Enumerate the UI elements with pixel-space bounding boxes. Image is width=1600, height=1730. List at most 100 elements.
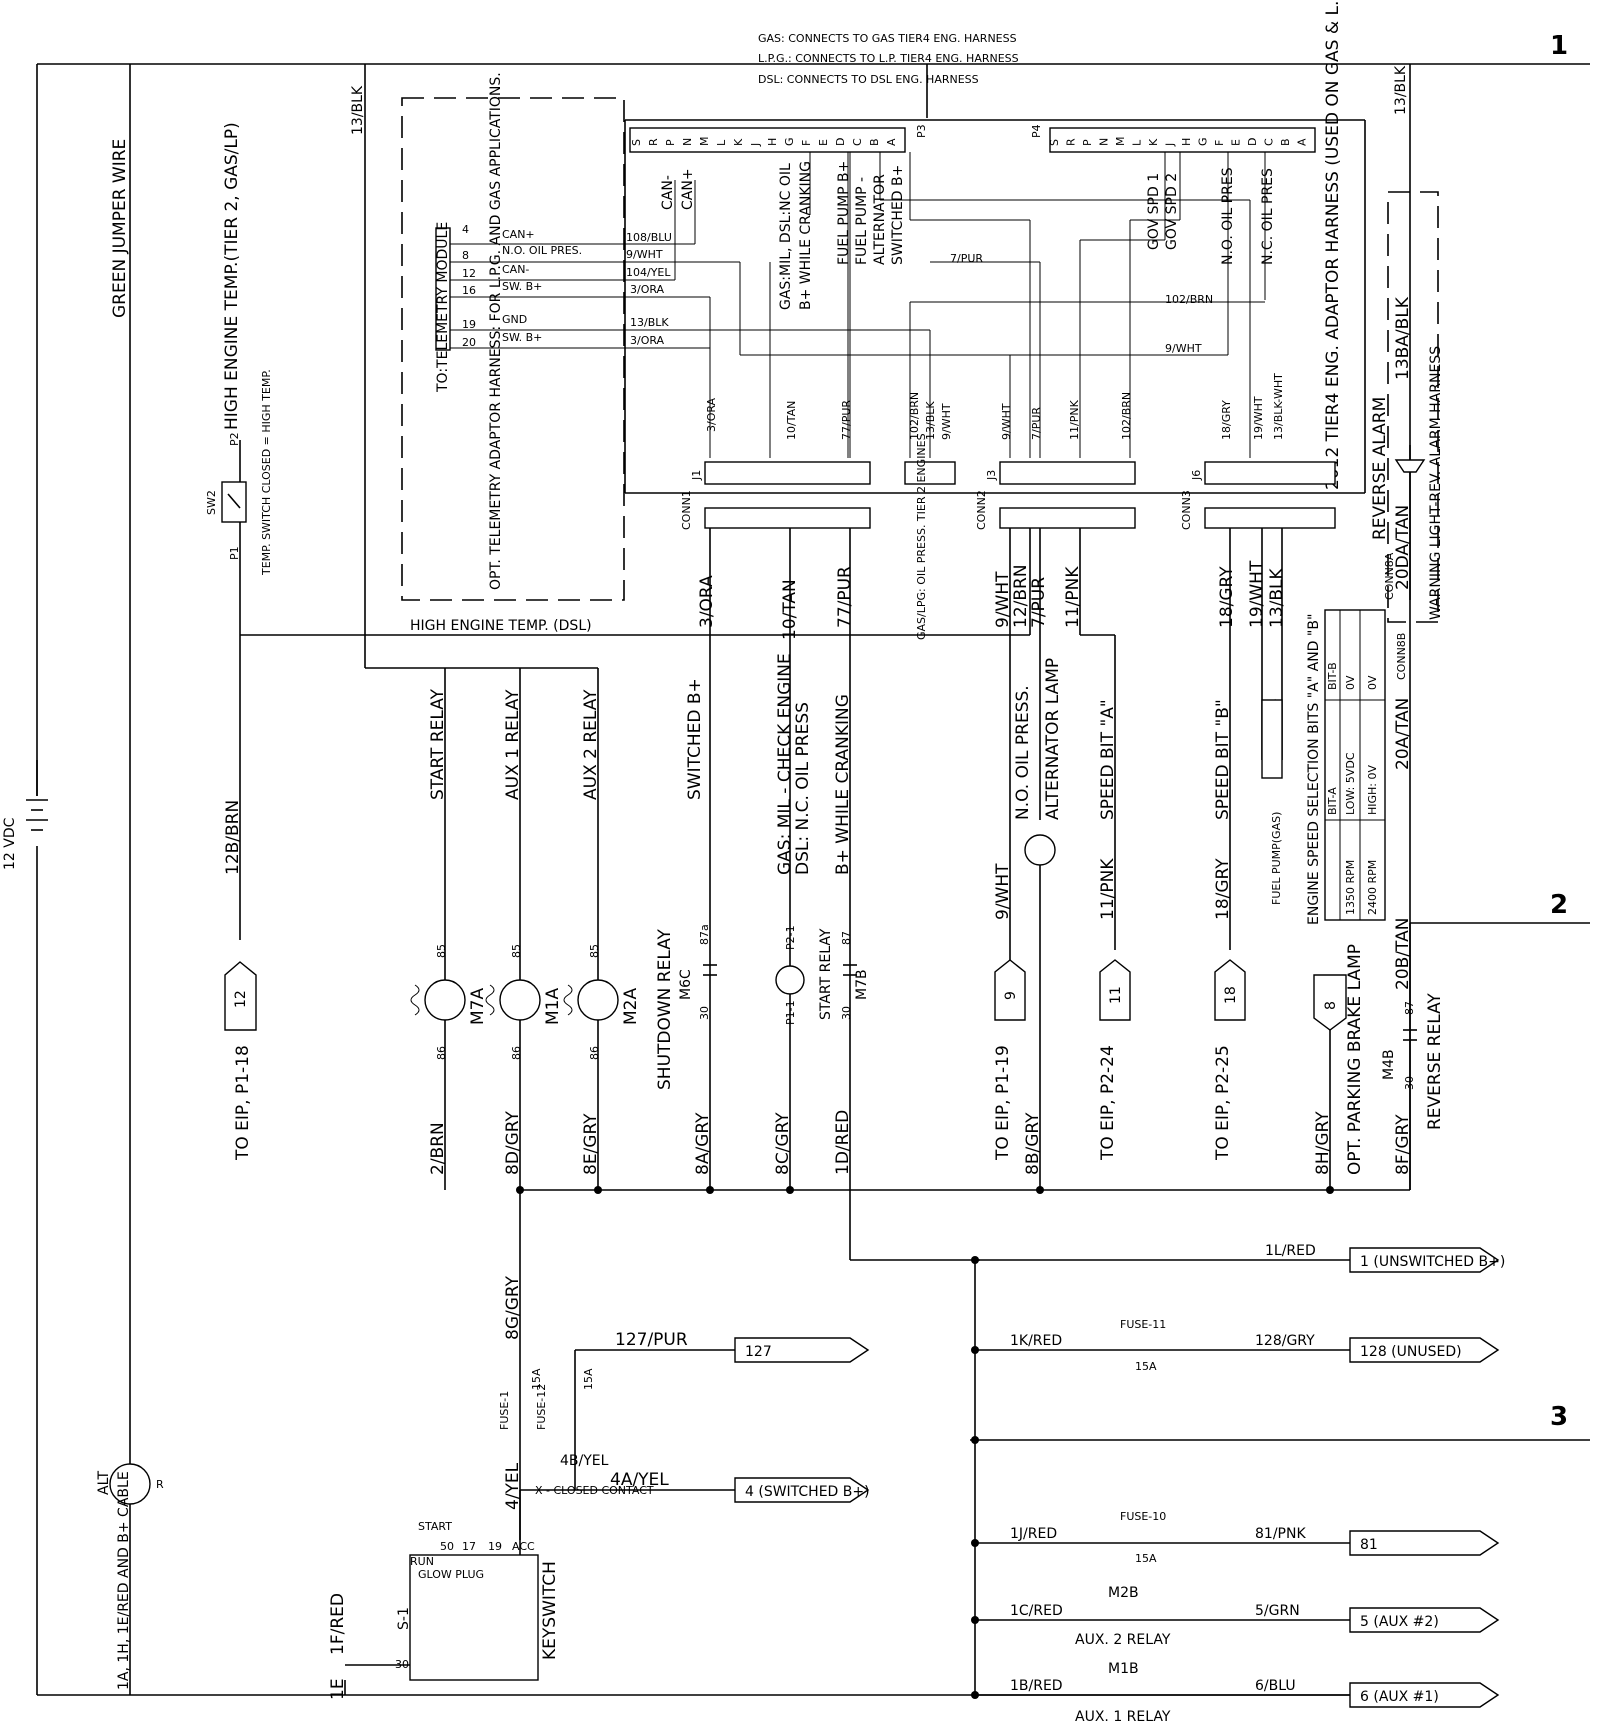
svg-text:20: 20 <box>462 336 476 349</box>
svg-text:ACC: ACC <box>512 1540 535 1553</box>
svg-text:108/BLU: 108/BLU <box>626 231 672 244</box>
cable-label: 1A, 1H, 1E/RED AND B+ CABLE <box>116 1471 132 1690</box>
svg-text:77/PUR: 77/PUR <box>840 400 853 440</box>
to-telemetry-module: TO:TELEMETRY MODULE <box>435 222 451 393</box>
svg-text:127: 127 <box>745 1344 772 1360</box>
p3-pin-j: J <box>749 143 762 147</box>
telemetry-harness-note: OPT. TELEMETRY ADAPTOR HARNESS: FOR L.P.… <box>488 72 504 590</box>
p4-pin-p: P <box>1081 139 1094 146</box>
svg-text:12: 12 <box>462 267 476 280</box>
svg-text:REVERSE RELAY: REVERSE RELAY <box>1425 993 1445 1130</box>
p3-pin-k: K <box>732 138 745 146</box>
eip-connectors: 9 11 18 9/WHT 11/PNK 18/GRY TO EIP, P1-1… <box>993 834 1246 1190</box>
svg-text:11/PNK: 11/PNK <box>1063 566 1083 628</box>
marker-3: 3 <box>1550 1402 1568 1432</box>
svg-text:4: 4 <box>462 223 469 236</box>
marker-2: 2 <box>1550 890 1568 920</box>
svg-text:102/BRN: 102/BRN <box>1120 392 1133 440</box>
svg-text:ALTERNATOR LAMP: ALTERNATOR LAMP <box>1043 658 1063 820</box>
p4-pin-e: E <box>1230 139 1243 146</box>
svg-text:SW. B+: SW. B+ <box>502 280 542 293</box>
engine-connectors: CONN1 CONN2 CONN3 GAS/LPG: OIL PRESS. TI… <box>410 433 1336 1190</box>
svg-text:B+ WHILE CRANKING: B+ WHILE CRANKING <box>833 694 853 875</box>
svg-text:102/BRN: 102/BRN <box>908 392 921 440</box>
svg-text:SWITCHED B+: SWITCHED B+ <box>685 678 705 800</box>
svg-text:GLOW PLUG: GLOW PLUG <box>418 1568 484 1581</box>
svg-text:CAN+: CAN+ <box>680 168 696 210</box>
svg-text:4B/YEL: 4B/YEL <box>560 1453 609 1469</box>
svg-text:18/GRY: 18/GRY <box>1220 400 1233 440</box>
p4-pin-m: M <box>1114 137 1127 147</box>
main-frame-wires <box>36 63 1411 1696</box>
svg-text:86: 86 <box>588 1046 601 1060</box>
wire-1f: 1F/RED <box>328 1593 348 1655</box>
svg-text:6 (AUX #1): 6 (AUX #1) <box>1360 1689 1439 1705</box>
svg-text:AUX 1 RELAY: AUX 1 RELAY <box>503 689 523 800</box>
output-section: 1L/RED 1 (UNSWITCHED B+) 1K/RED FUSE-11 … <box>971 1243 1505 1725</box>
svg-text:81/PNK: 81/PNK <box>1255 1526 1306 1542</box>
svg-text:8A/GRY: 8A/GRY <box>693 1112 713 1175</box>
header-note-dsl: DSL: CONNECTS TO DSL ENG. HARNESS <box>758 73 979 86</box>
sw2-p2: P2 <box>228 432 241 446</box>
wire-1e: 1E <box>328 1678 348 1700</box>
svg-text:GOV SPD 2: GOV SPD 2 <box>1164 173 1180 250</box>
svg-text:20DA/TAN: 20DA/TAN <box>1393 505 1413 590</box>
svg-text:15A: 15A <box>1135 1360 1157 1373</box>
sheet-markers: 1 2 3 <box>970 31 1590 1441</box>
battery-label: 12 VDC <box>2 817 18 870</box>
svg-text:19: 19 <box>462 318 476 331</box>
svg-text:N.C. OIL PRES: N.C. OIL PRES <box>1260 168 1276 265</box>
svg-text:START: START <box>418 1520 452 1533</box>
svg-text:P2-1: P2-1 <box>784 925 797 950</box>
svg-text:FUSE-11: FUSE-11 <box>1120 1318 1166 1331</box>
svg-text:9/WHT: 9/WHT <box>940 403 953 440</box>
svg-text:SPEED BIT "B": SPEED BIT "B" <box>1213 699 1233 820</box>
svg-text:N.O. OIL PRESS.: N.O. OIL PRESS. <box>1013 685 1033 820</box>
p3-pin-f: F <box>800 140 813 146</box>
svg-text:START RELAY: START RELAY <box>428 688 448 800</box>
svg-text:OPT. PARKING BRAKE LAMP: OPT. PARKING BRAKE LAMP <box>1345 944 1365 1175</box>
svg-text:TO EIP, P1-19: TO EIP, P1-19 <box>993 1045 1013 1161</box>
svg-text:20B/TAN: 20B/TAN <box>1393 918 1413 990</box>
svg-text:5 (AUX #2): 5 (AUX #2) <box>1360 1614 1439 1630</box>
alternator: ALT R <box>96 1463 164 1505</box>
svg-text:ALTERNATOR: ALTERNATOR <box>872 174 888 265</box>
svg-text:7/PUR: 7/PUR <box>1029 577 1049 628</box>
svg-text:TO EIP, P2-25: TO EIP, P2-25 <box>1213 1045 1233 1161</box>
svg-text:13/BLK: 13/BLK <box>630 316 669 329</box>
function-labels: START RELAY AUX 1 RELAY AUX 2 RELAY SWIT… <box>428 614 1322 1190</box>
svg-text:J6: J6 <box>1190 470 1203 481</box>
p3-pin-l: L <box>715 139 728 146</box>
svg-text:REVERSE ALARM: REVERSE ALARM <box>1370 397 1390 540</box>
p4-pin-d: D <box>1246 138 1259 146</box>
p4-pin-k: K <box>1147 138 1160 146</box>
svg-text:19/WHT: 19/WHT <box>1247 560 1267 628</box>
svg-text:M2A: M2A <box>621 988 641 1025</box>
svg-text:81: 81 <box>1360 1537 1378 1553</box>
p3-label: P3 <box>915 124 928 138</box>
p3-pin-r: R <box>647 138 660 146</box>
svg-text:15A: 15A <box>1135 1552 1157 1565</box>
svg-text:BIT-A: BIT-A <box>1326 787 1339 815</box>
svg-text:7/PUR: 7/PUR <box>1030 407 1043 440</box>
wire-13blk: 13/BLK <box>350 85 366 135</box>
svg-text:13/BLK: 13/BLK <box>1267 568 1287 628</box>
svg-text:4 (SWITCHED B+): 4 (SWITCHED B+) <box>745 1484 870 1500</box>
svg-text:CAN+: CAN+ <box>502 228 535 241</box>
svg-text:6/BLU: 6/BLU <box>1255 1678 1296 1694</box>
green-jumper-label: GREEN JUMPER WIRE <box>110 139 130 318</box>
svg-text:3/ORA: 3/ORA <box>697 575 717 628</box>
svg-text:8B/GRY: 8B/GRY <box>1023 1112 1043 1175</box>
svg-text:104/YEL: 104/YEL <box>626 266 671 279</box>
high-temp-tier2-label: HIGH ENGINE TEMP.(TIER 2, GAS/LP) <box>222 122 242 430</box>
svg-text:CONN2: CONN2 <box>975 490 988 530</box>
adaptor-title: 2012 TIER4 ENG. ADAPTOR HARNESS (USED ON… <box>1323 0 1343 490</box>
svg-text:1D/RED: 1D/RED <box>833 1110 853 1175</box>
svg-text:AUX. 1 RELAY: AUX. 1 RELAY <box>1075 1709 1171 1725</box>
svg-text:3/ORA: 3/ORA <box>705 397 718 432</box>
battery: 12 VDC <box>2 796 52 870</box>
svg-text:11: 11 <box>1108 986 1124 1004</box>
p4-pin-a: A <box>1296 138 1309 146</box>
p3-pin-b: B <box>868 138 881 146</box>
